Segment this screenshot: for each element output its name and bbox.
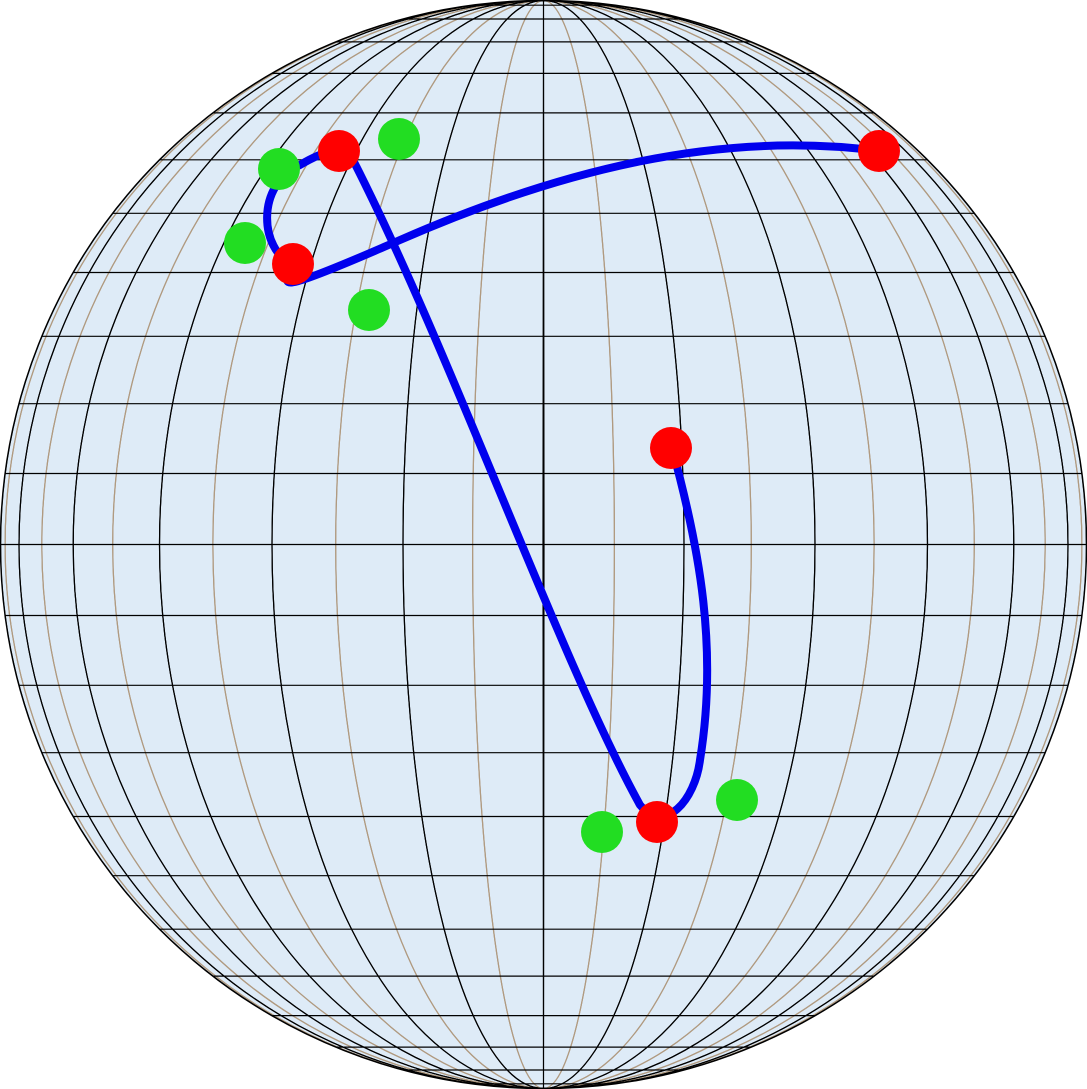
control-point[interactable] xyxy=(858,130,900,172)
control-point[interactable] xyxy=(272,243,314,285)
handle-point[interactable] xyxy=(716,779,758,821)
handle-point[interactable] xyxy=(581,811,623,853)
control-points xyxy=(272,130,900,843)
control-point[interactable] xyxy=(636,801,678,843)
control-point[interactable] xyxy=(650,427,692,469)
control-point[interactable] xyxy=(318,130,360,172)
handle-point[interactable] xyxy=(224,222,266,264)
handle-point[interactable] xyxy=(258,148,300,190)
handle-points xyxy=(224,118,758,853)
handle-point[interactable] xyxy=(378,118,420,160)
parallels xyxy=(0,4,1087,1085)
handle-point[interactable] xyxy=(348,289,390,331)
